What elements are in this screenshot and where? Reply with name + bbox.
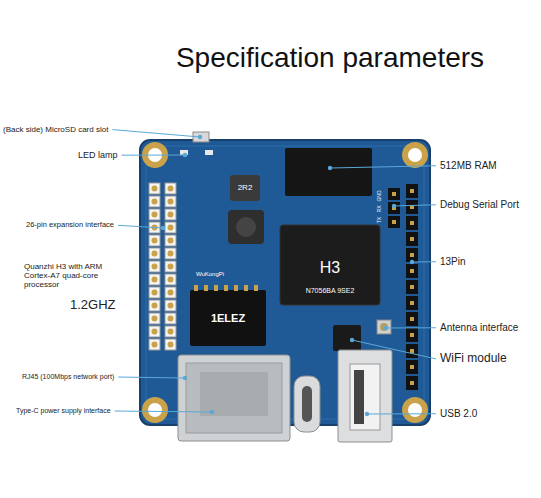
callout-label: Debug Serial Port bbox=[440, 199, 519, 211]
callout-label: USB 2.0 bbox=[440, 408, 477, 420]
leader-dot bbox=[350, 338, 354, 342]
component-marking: 1ELEZ bbox=[211, 312, 245, 325]
callout-label: 13Pin bbox=[440, 256, 466, 268]
callout-label: Quanzhi H3 with ARM Cortex-A7 quad-core … bbox=[24, 262, 128, 290]
antenna-connector bbox=[377, 320, 391, 334]
type-c-port bbox=[294, 376, 320, 432]
leader-line bbox=[330, 166, 436, 168]
callout-label: LED lamp bbox=[78, 150, 118, 160]
rj45-jack bbox=[178, 355, 290, 441]
pin-name: RX bbox=[377, 206, 383, 213]
transformer bbox=[190, 285, 266, 346]
leader-line bbox=[118, 225, 163, 228]
h3-chip bbox=[280, 225, 380, 305]
usb-port bbox=[338, 350, 392, 442]
leader-dot bbox=[410, 260, 414, 264]
leader-dot bbox=[210, 410, 214, 414]
chip-marking: H3 bbox=[320, 259, 340, 277]
leader-dot bbox=[384, 326, 388, 330]
callout-label: 512MB RAM bbox=[440, 160, 497, 172]
callout-label: Type-C power supply interface bbox=[16, 407, 111, 415]
leader-line bbox=[115, 411, 212, 413]
pin-name: GND bbox=[377, 190, 383, 201]
leader-line bbox=[112, 130, 200, 137]
pin-header-26 bbox=[149, 183, 176, 350]
leader-line bbox=[352, 340, 436, 359]
spec-value: 1.2GHZ bbox=[70, 298, 116, 313]
leader-line bbox=[386, 327, 436, 328]
leader-dot bbox=[392, 204, 396, 208]
leader-dot bbox=[161, 226, 165, 230]
chip-marking: N7056BA 9SE2 bbox=[306, 287, 355, 295]
inductors bbox=[228, 175, 264, 244]
leader-line bbox=[118, 377, 185, 379]
leader-line bbox=[122, 155, 185, 156]
callout-label: 26-pin expansion interface bbox=[26, 221, 114, 230]
leader-line bbox=[367, 413, 436, 414]
pin-name: TX bbox=[377, 217, 383, 223]
leader-line bbox=[394, 205, 436, 206]
callout-label: WiFi module bbox=[440, 352, 507, 366]
leader-dot bbox=[198, 135, 202, 139]
callout-label: (Back side) MicroSD card slot bbox=[3, 125, 108, 134]
leader-dot bbox=[365, 412, 369, 416]
callout-label: Antenna interface bbox=[440, 322, 518, 334]
leader-dot bbox=[328, 166, 332, 170]
leader-dot bbox=[183, 376, 187, 380]
component-marking: 2R2 bbox=[238, 183, 253, 192]
callout-label: RJ45 (100Mbps network port) bbox=[22, 373, 114, 381]
leader-line bbox=[412, 261, 436, 262]
leader-dot bbox=[183, 153, 187, 157]
page-title: Specification parameters bbox=[176, 42, 484, 74]
wifi-chip bbox=[333, 325, 361, 351]
ram-chip bbox=[285, 148, 372, 196]
board-name: WuKongPi bbox=[196, 271, 224, 278]
